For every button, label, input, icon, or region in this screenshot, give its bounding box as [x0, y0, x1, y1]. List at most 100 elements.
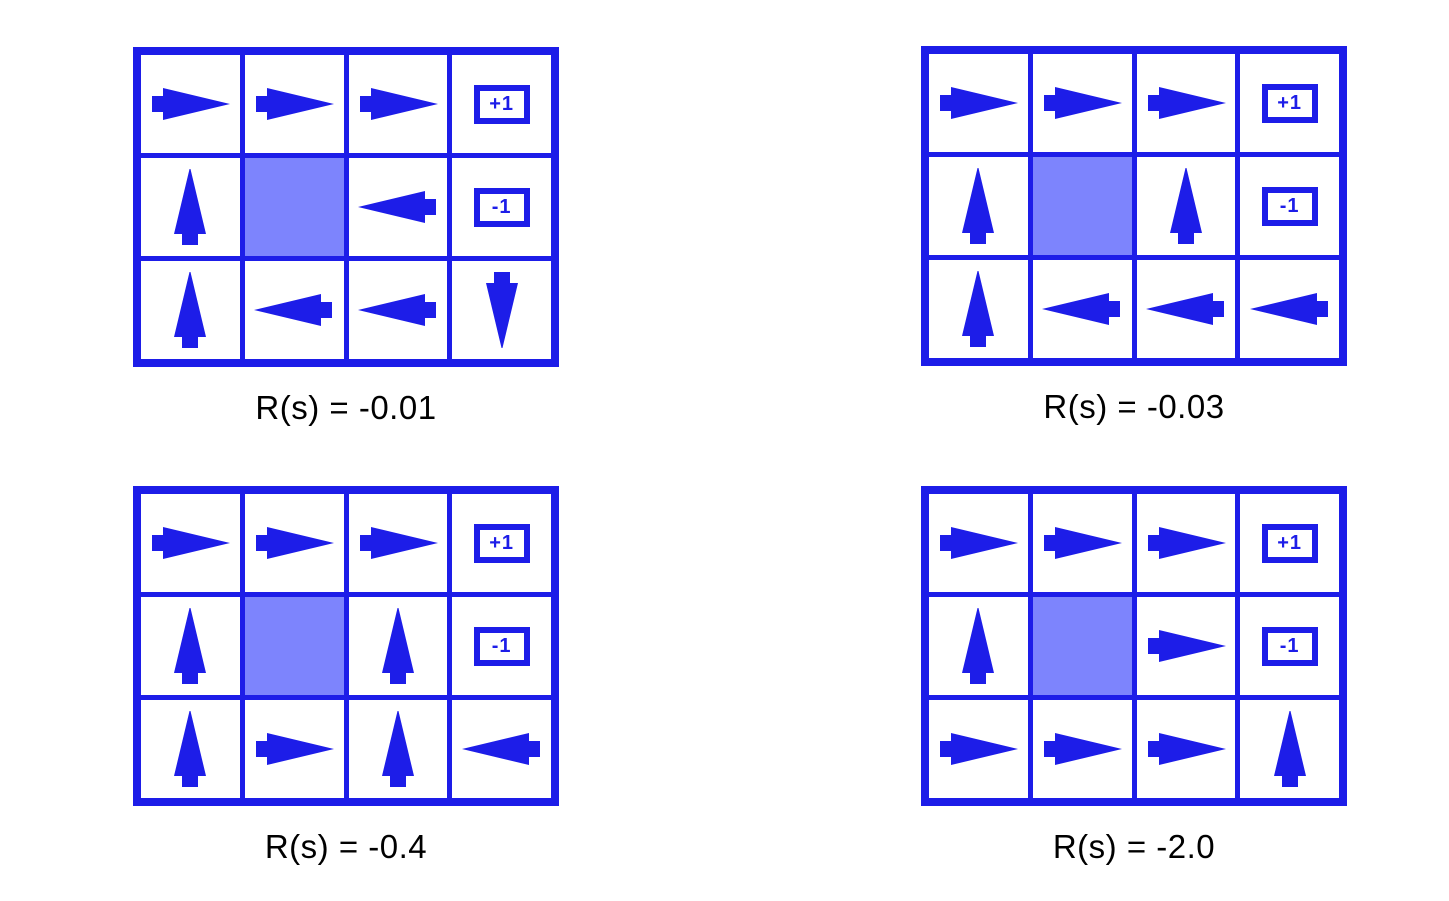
grid-cell-action-up[interactable] — [929, 260, 1028, 358]
arrow-right-icon — [248, 711, 340, 787]
arrow-up-icon — [144, 711, 236, 787]
grid-cell-action-left[interactable] — [1136, 260, 1236, 358]
grid-cell-action-right[interactable] — [141, 494, 240, 592]
arrow-left-icon — [1244, 271, 1336, 347]
arrow-right-icon — [932, 505, 1024, 581]
arrow-right-icon — [1036, 505, 1128, 581]
arrow-right-icon — [932, 65, 1024, 141]
grid-cell-terminal-negative[interactable]: -1 — [1240, 597, 1339, 695]
grid-cell-action-up[interactable] — [348, 700, 448, 798]
grid-cell-wall — [244, 158, 344, 256]
grid-cell-action-left[interactable] — [1240, 260, 1339, 358]
arrow-right-icon — [1036, 65, 1128, 141]
arrow-left-icon — [1140, 271, 1232, 347]
policy-grid: +1 -1 — [921, 486, 1347, 806]
arrow-right-icon — [352, 66, 444, 142]
panel-caption: R(s) = -0.01 — [255, 389, 437, 426]
grid-cell-terminal-positive[interactable]: +1 — [1240, 54, 1339, 152]
arrow-left-icon — [352, 272, 444, 348]
arrow-up-icon — [144, 169, 236, 245]
panel-caption: R(s) = -0.4 — [264, 828, 428, 865]
arrow-right-icon — [1140, 711, 1232, 787]
grid-cell-action-right[interactable] — [1032, 54, 1132, 152]
arrow-up-icon — [352, 711, 444, 787]
arrow-left-icon — [248, 272, 340, 348]
arrow-left-icon — [456, 711, 548, 787]
arrow-up-icon — [1140, 168, 1232, 244]
grid-cell-action-down[interactable] — [452, 261, 551, 359]
grid-cell-action-left[interactable] — [348, 158, 448, 256]
grid-cell-action-up[interactable] — [141, 158, 240, 256]
grid-cell-action-right[interactable] — [348, 494, 448, 592]
terminal-positive-label: +1 — [473, 84, 530, 124]
grid-cell-action-up[interactable] — [1240, 700, 1339, 798]
terminal-negative-label: -1 — [473, 187, 530, 227]
grid-cell-wall — [1032, 157, 1132, 255]
terminal-negative-label: -1 — [473, 626, 530, 666]
grid-cell-action-up[interactable] — [1136, 157, 1236, 255]
policy-grid: +1 -1 — [921, 46, 1347, 366]
grid-cell-action-right[interactable] — [1136, 597, 1236, 695]
arrow-up-icon — [1244, 711, 1336, 787]
arrow-up-icon — [144, 272, 236, 348]
panel-caption: R(s) = -0.03 — [1043, 388, 1225, 425]
grid-cell-terminal-negative[interactable]: -1 — [452, 597, 551, 695]
grid-cell-terminal-positive[interactable]: +1 — [452, 494, 551, 592]
grid-cell-action-right[interactable] — [244, 55, 344, 153]
arrow-down-icon — [456, 272, 548, 348]
arrow-right-icon — [144, 66, 236, 142]
grid-cell-action-right[interactable] — [929, 700, 1028, 798]
arrow-right-icon — [144, 505, 236, 581]
panel-caption: R(s) = -2.0 — [1052, 828, 1216, 865]
arrow-right-icon — [1140, 65, 1232, 141]
grid-cell-action-up[interactable] — [929, 597, 1028, 695]
grid-cell-action-left[interactable] — [244, 261, 344, 359]
grid-cell-terminal-negative[interactable]: -1 — [452, 158, 551, 256]
grid-cell-wall — [244, 597, 344, 695]
grid-cell-action-left[interactable] — [452, 700, 551, 798]
grid-cell-action-right[interactable] — [1032, 700, 1132, 798]
policy-grid: +1 -1 — [133, 47, 559, 367]
grid-cell-terminal-positive[interactable]: +1 — [1240, 494, 1339, 592]
grid-cell-wall — [1032, 597, 1132, 695]
arrow-right-icon — [248, 505, 340, 581]
grid-cell-action-up[interactable] — [141, 261, 240, 359]
arrow-right-icon — [248, 66, 340, 142]
arrow-up-icon — [932, 608, 1024, 684]
grid-cell-terminal-positive[interactable]: +1 — [452, 55, 551, 153]
terminal-positive-label: +1 — [473, 523, 530, 563]
grid-cell-action-right[interactable] — [929, 54, 1028, 152]
arrow-left-icon — [352, 169, 444, 245]
grid-cell-action-up[interactable] — [348, 597, 448, 695]
grid-cell-action-right[interactable] — [141, 55, 240, 153]
terminal-positive-label: +1 — [1261, 83, 1318, 123]
grid-cell-action-left[interactable] — [348, 261, 448, 359]
arrow-up-icon — [352, 608, 444, 684]
arrow-right-icon — [1140, 608, 1232, 684]
grid-cell-action-up[interactable] — [929, 157, 1028, 255]
arrow-right-icon — [1140, 505, 1232, 581]
grid-cell-action-right[interactable] — [1136, 700, 1236, 798]
grid-cell-action-up[interactable] — [141, 700, 240, 798]
arrow-right-icon — [352, 505, 444, 581]
terminal-negative-label: -1 — [1261, 626, 1318, 666]
grid-cell-action-right[interactable] — [244, 700, 344, 798]
arrow-up-icon — [932, 168, 1024, 244]
grid-cell-action-right[interactable] — [244, 494, 344, 592]
grid-cell-action-right[interactable] — [1032, 494, 1132, 592]
grid-cell-action-up[interactable] — [141, 597, 240, 695]
grid-cell-terminal-negative[interactable]: -1 — [1240, 157, 1339, 255]
terminal-positive-label: +1 — [1261, 523, 1318, 563]
grid-cell-action-right[interactable] — [1136, 54, 1236, 152]
grid-cell-action-right[interactable] — [348, 55, 448, 153]
arrow-up-icon — [144, 608, 236, 684]
grid-cell-action-left[interactable] — [1032, 260, 1132, 358]
grid-cell-action-right[interactable] — [1136, 494, 1236, 592]
arrow-left-icon — [1036, 271, 1128, 347]
terminal-negative-label: -1 — [1261, 186, 1318, 226]
grid-cell-action-right[interactable] — [929, 494, 1028, 592]
